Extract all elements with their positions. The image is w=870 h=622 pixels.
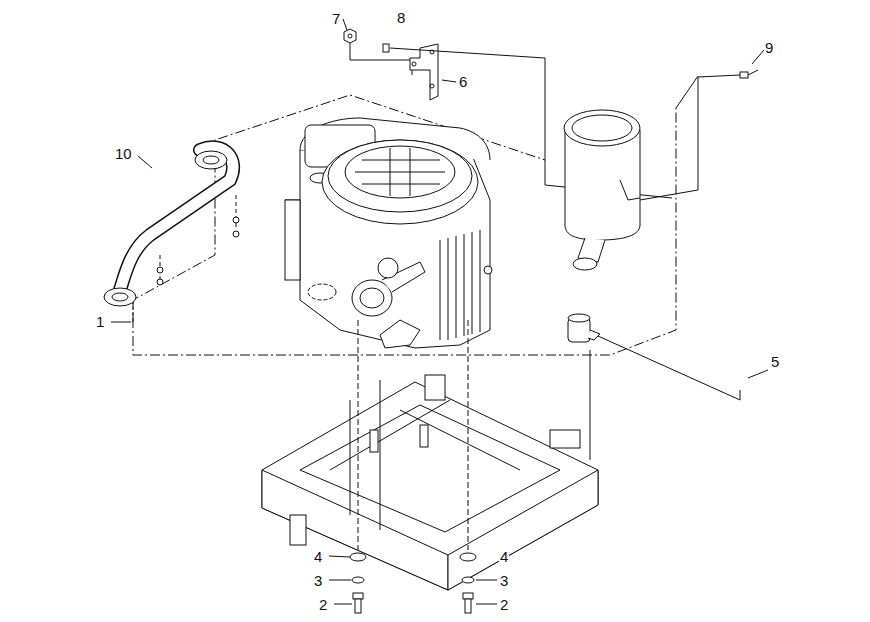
- callout-number: 7: [331, 11, 341, 26]
- callout-number: 2: [499, 597, 509, 612]
- callout-number: 3: [313, 573, 323, 588]
- callout-number: 9: [764, 40, 774, 55]
- callout-number: 10: [114, 146, 133, 161]
- callout-number: 1: [95, 314, 105, 329]
- callout-number: 2: [318, 597, 328, 612]
- callout-number: 3: [499, 573, 509, 588]
- callout-number: 8: [396, 10, 406, 25]
- callout-number: 5: [770, 354, 780, 369]
- callout-number: 4: [313, 549, 323, 564]
- callout-number: 4: [499, 549, 509, 564]
- callout-number: 6: [458, 74, 468, 89]
